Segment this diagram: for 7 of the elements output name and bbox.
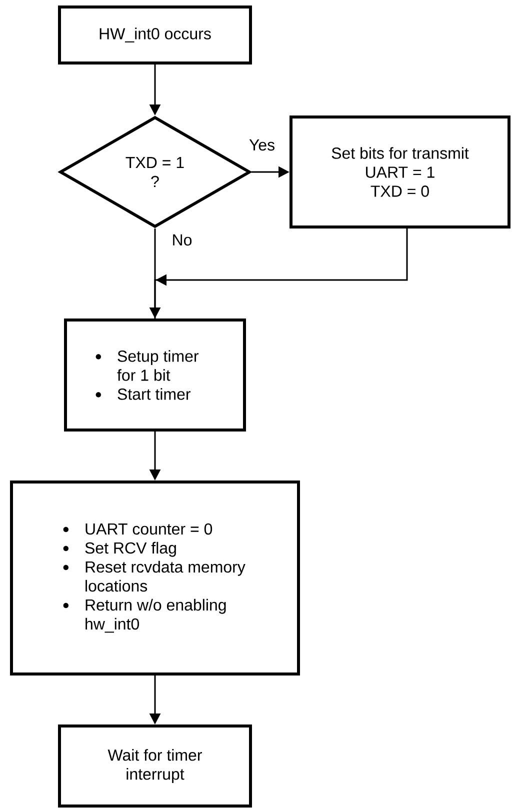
- process-box: Setup timer for 1 bit Start timer: [64, 318, 246, 432]
- process-box: Wait for timer interrupt: [58, 724, 252, 808]
- edge-label: No: [170, 233, 194, 247]
- process-box: Set bits for transmit UART = 1 TXD = 0: [290, 116, 510, 228]
- process-box: HW_int0 occurs: [58, 6, 252, 64]
- process-box: UART counter = 0 Set RCV flag Reset rcvdata memory locations Return w/o enabling hw_int0: [10, 480, 300, 676]
- arrow: [154, 227, 408, 320]
